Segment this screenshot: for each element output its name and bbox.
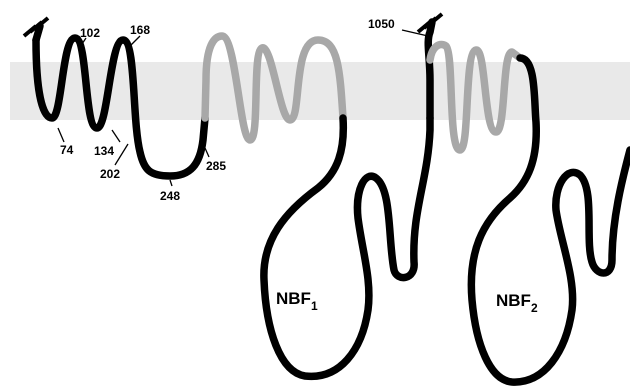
leader-134 [112,130,120,142]
leader-202 [115,144,128,165]
residue-label-168: 168 [130,23,150,37]
domain-label-nbf2: NBF2 [496,291,538,315]
leader-248 [170,180,172,186]
residue-label-134: 134 [94,144,114,158]
residue-label-74: 74 [60,143,74,157]
leader-168 [130,36,140,46]
domain-label-nbf1: NBF1 [276,289,318,313]
tm-segment-second-start [428,22,432,118]
residue-label-1050: 1050 [368,17,395,31]
leader-74 [58,128,64,142]
leader-285 [205,148,209,157]
nbf1-loop [264,118,430,376]
residue-label-102: 102 [80,26,100,40]
leader-1050 [402,30,428,36]
residue-label-202: 202 [100,167,120,181]
residue-label-285: 285 [206,159,226,173]
residue-label-248: 248 [160,189,180,203]
